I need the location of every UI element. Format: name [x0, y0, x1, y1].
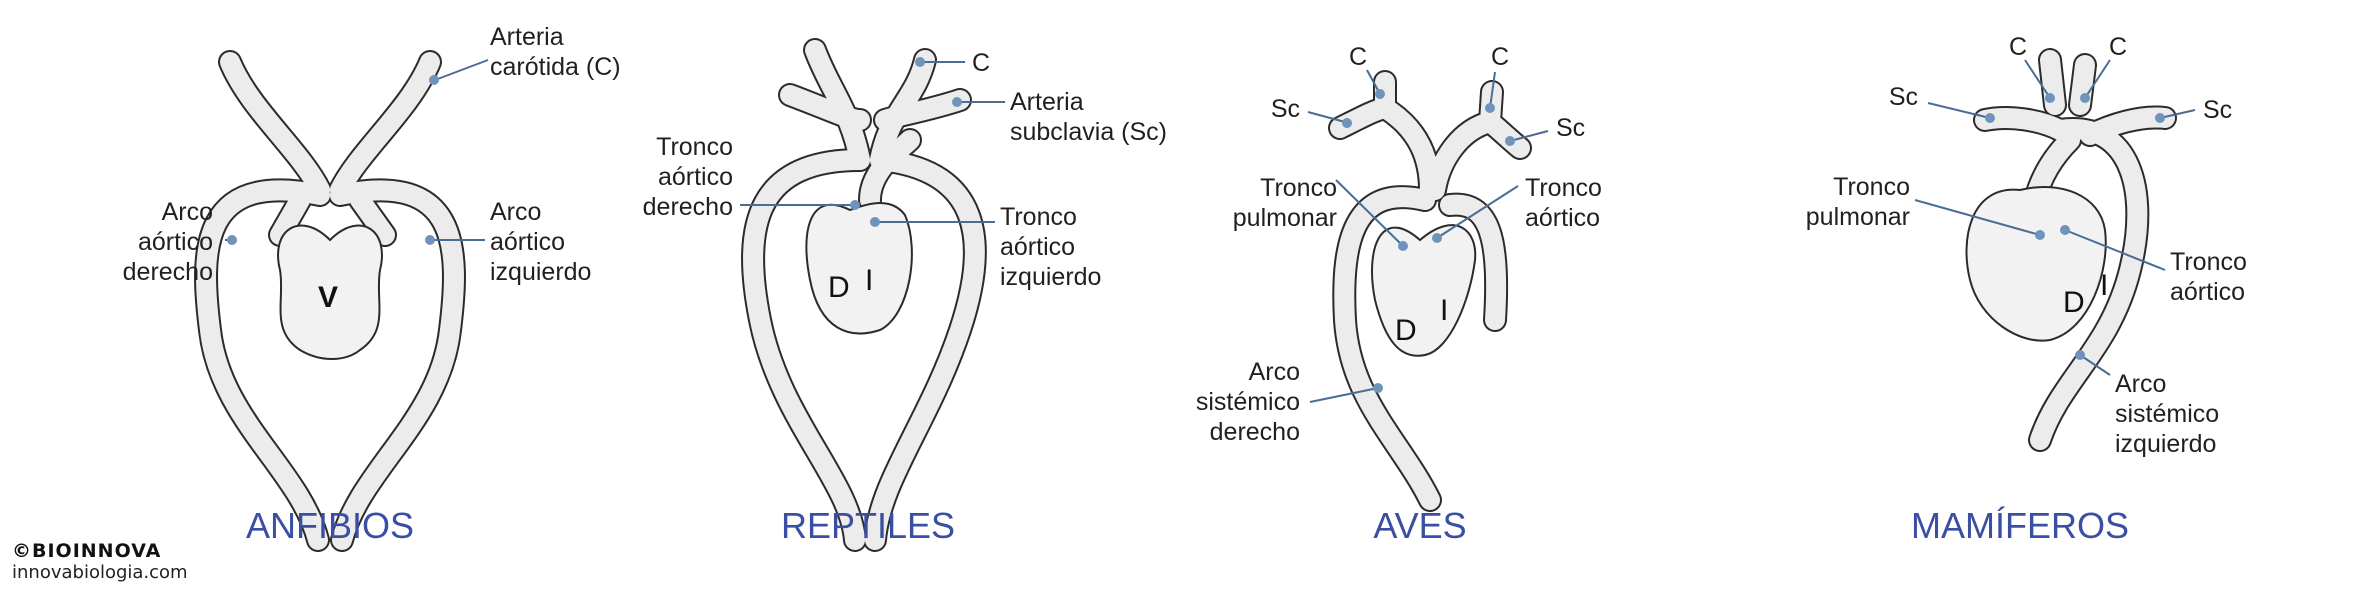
label-carotida: carótida (C): [490, 53, 621, 81]
label-arco: derecho: [1210, 418, 1300, 446]
panel-aves: D I C C Sc Sc Tronco pulmonar Tronco aór…: [1196, 43, 1602, 546]
label-sc: Sc: [2203, 96, 2232, 124]
label-carotida: Arteria: [490, 23, 564, 51]
label-c: C: [2009, 33, 2027, 61]
label-arco: sistémico: [2115, 400, 2219, 428]
label-arco-izq: aórtico: [490, 228, 565, 256]
label-subclavia: subclavia (Sc): [1010, 118, 1167, 146]
label-sc: Sc: [1271, 95, 1300, 123]
panel-reptiles: D I C Arteria subclavia (Sc) Tronco aórt…: [643, 38, 1167, 552]
pointer-dot: [429, 75, 439, 85]
label-arco: izquierdo: [2115, 430, 2216, 458]
label-aortico: Tronco: [2170, 248, 2247, 276]
label-arco-izq: Arco: [490, 198, 541, 226]
label-arco-der: Arco: [162, 198, 213, 226]
label-subclavia: Arteria: [1010, 88, 1084, 116]
title-anfibios: ANFIBIOS: [246, 505, 414, 546]
label-tronco-der: derecho: [643, 193, 733, 221]
label-arco: Arco: [2115, 370, 2166, 398]
label-tronco-izq: izquierdo: [1000, 263, 1101, 291]
label-c: C: [2109, 33, 2127, 61]
label-pulmonar: pulmonar: [1233, 204, 1337, 232]
title-aves: AVES: [1373, 505, 1466, 546]
title-mamiferos: MAMÍFEROS: [1911, 505, 2129, 546]
label-aortico: Tronco: [1525, 174, 1602, 202]
ventricle-d: D: [1395, 314, 1417, 347]
label-c: C: [1491, 43, 1509, 71]
heart: [1371, 224, 1477, 357]
ventricle-i: I: [1440, 294, 1448, 327]
label-c: C: [972, 49, 990, 77]
label-arco-izq: izquierdo: [490, 258, 591, 286]
label-arco: sistémico: [1196, 388, 1300, 416]
brand-logo: ©BIOINNOVA: [12, 540, 162, 562]
label-pulmonar: pulmonar: [1806, 203, 1910, 231]
panel-mamiferos: D I C C Sc Sc Tronco pulmonar Tronco aór…: [1806, 33, 2247, 546]
label-arco: Arco: [1249, 358, 1300, 386]
label-c: C: [1349, 43, 1367, 71]
heart: [805, 202, 913, 335]
label-sc: Sc: [1889, 83, 1918, 111]
ventricle-d: D: [2063, 286, 2085, 319]
title-reptiles: REPTILES: [781, 505, 955, 546]
label-sc: Sc: [1556, 114, 1585, 142]
label-arco-der: aórtico: [138, 228, 213, 256]
label-tronco-der: aórtico: [658, 163, 733, 191]
ventricle-label: V: [318, 281, 338, 314]
ventricle-i: I: [2100, 269, 2108, 302]
label-aortico: aórtico: [2170, 278, 2245, 306]
label-aortico: aórtico: [1525, 204, 1600, 232]
ventricle-i: I: [865, 264, 873, 297]
label-pulmonar: Tronco: [1260, 174, 1337, 202]
heart: [277, 224, 383, 360]
label-tronco-izq: aórtico: [1000, 233, 1075, 261]
heart: [1965, 185, 2107, 342]
ventricle-d: D: [828, 271, 850, 304]
label-tronco-der: Tronco: [656, 133, 733, 161]
label-arco-der: derecho: [123, 258, 213, 286]
label-pulmonar: Tronco: [1833, 173, 1910, 201]
site-url: innovabiologia.com: [12, 562, 188, 583]
label-tronco-izq: Tronco: [1000, 203, 1077, 231]
panel-anfibios: V Arteria carótida (C) Arco aórtico dere…: [123, 23, 621, 552]
